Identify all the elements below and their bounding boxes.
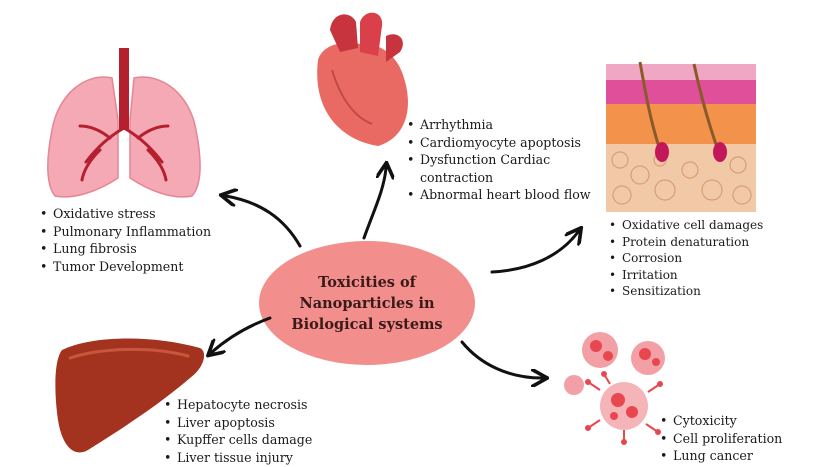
arrow-to-skin — [490, 232, 578, 274]
skin-cross-section-icon — [606, 61, 756, 212]
cell-effects-list: Cytoxicity Cell proliferation Lung cance… — [660, 412, 782, 465]
list-item: Irritation — [609, 267, 763, 284]
arrow-to-cells — [460, 340, 542, 378]
list-item-continuation: contraction — [420, 169, 494, 185]
heart-icon — [317, 12, 408, 146]
list-item: Lung cancer — [660, 447, 782, 465]
arrow-to-lungs — [226, 196, 302, 248]
list-item: Kupffer cells damage — [164, 431, 312, 449]
arrow-to-liver — [212, 316, 272, 352]
list-item: Lung fibrosis — [40, 240, 211, 258]
list-item: Hepatocyte necrosis — [164, 396, 312, 414]
center-title: Toxicities of Nanoparticles in Biologica… — [262, 258, 472, 348]
list-item: Protein denaturation — [609, 234, 763, 251]
list-item: Cardiomyocyte apoptosis — [407, 134, 591, 152]
list-item: Sensitization — [609, 283, 763, 300]
list-item: Abnormal heart blood flow — [407, 186, 591, 204]
skin-effects-list: Oxidative cell damages Protein denaturat… — [609, 217, 763, 300]
cells-cluster-icon — [564, 332, 665, 445]
list-item: Corrosion — [609, 250, 763, 267]
list-item: Oxidative stress — [40, 205, 211, 223]
heart-effects-list: Arrhythmia Cardiomyocyte apoptosis Dysfu… — [407, 116, 591, 204]
center-title-line: Biological systems — [291, 315, 443, 333]
center-title-line: Nanoparticles in — [299, 294, 435, 312]
list-item: Tumor Development — [40, 258, 211, 276]
list-item: Cell proliferation — [660, 430, 782, 448]
list-item: Oxidative cell damages — [609, 217, 763, 234]
list-item: Arrhythmia — [407, 116, 591, 134]
list-item: Dysfunction Cardiac — [407, 151, 591, 169]
lung-effects-list: Oxidative stress Pulmonary Inflammation … — [40, 205, 211, 275]
lungs-icon — [47, 48, 201, 198]
list-item: Liver apoptosis — [164, 414, 312, 432]
center-title-line: Toxicities of — [318, 273, 416, 291]
list-item: Liver tissue injury — [164, 449, 312, 467]
arrow-to-heart — [362, 168, 386, 240]
liver-icon — [55, 338, 205, 453]
list-item: Cytoxicity — [660, 412, 782, 430]
center-ellipse — [259, 241, 475, 365]
list-item: Pulmonary Inflammation — [40, 223, 211, 241]
liver-effects-list: Hepatocyte necrosis Liver apoptosis Kupf… — [164, 396, 312, 466]
